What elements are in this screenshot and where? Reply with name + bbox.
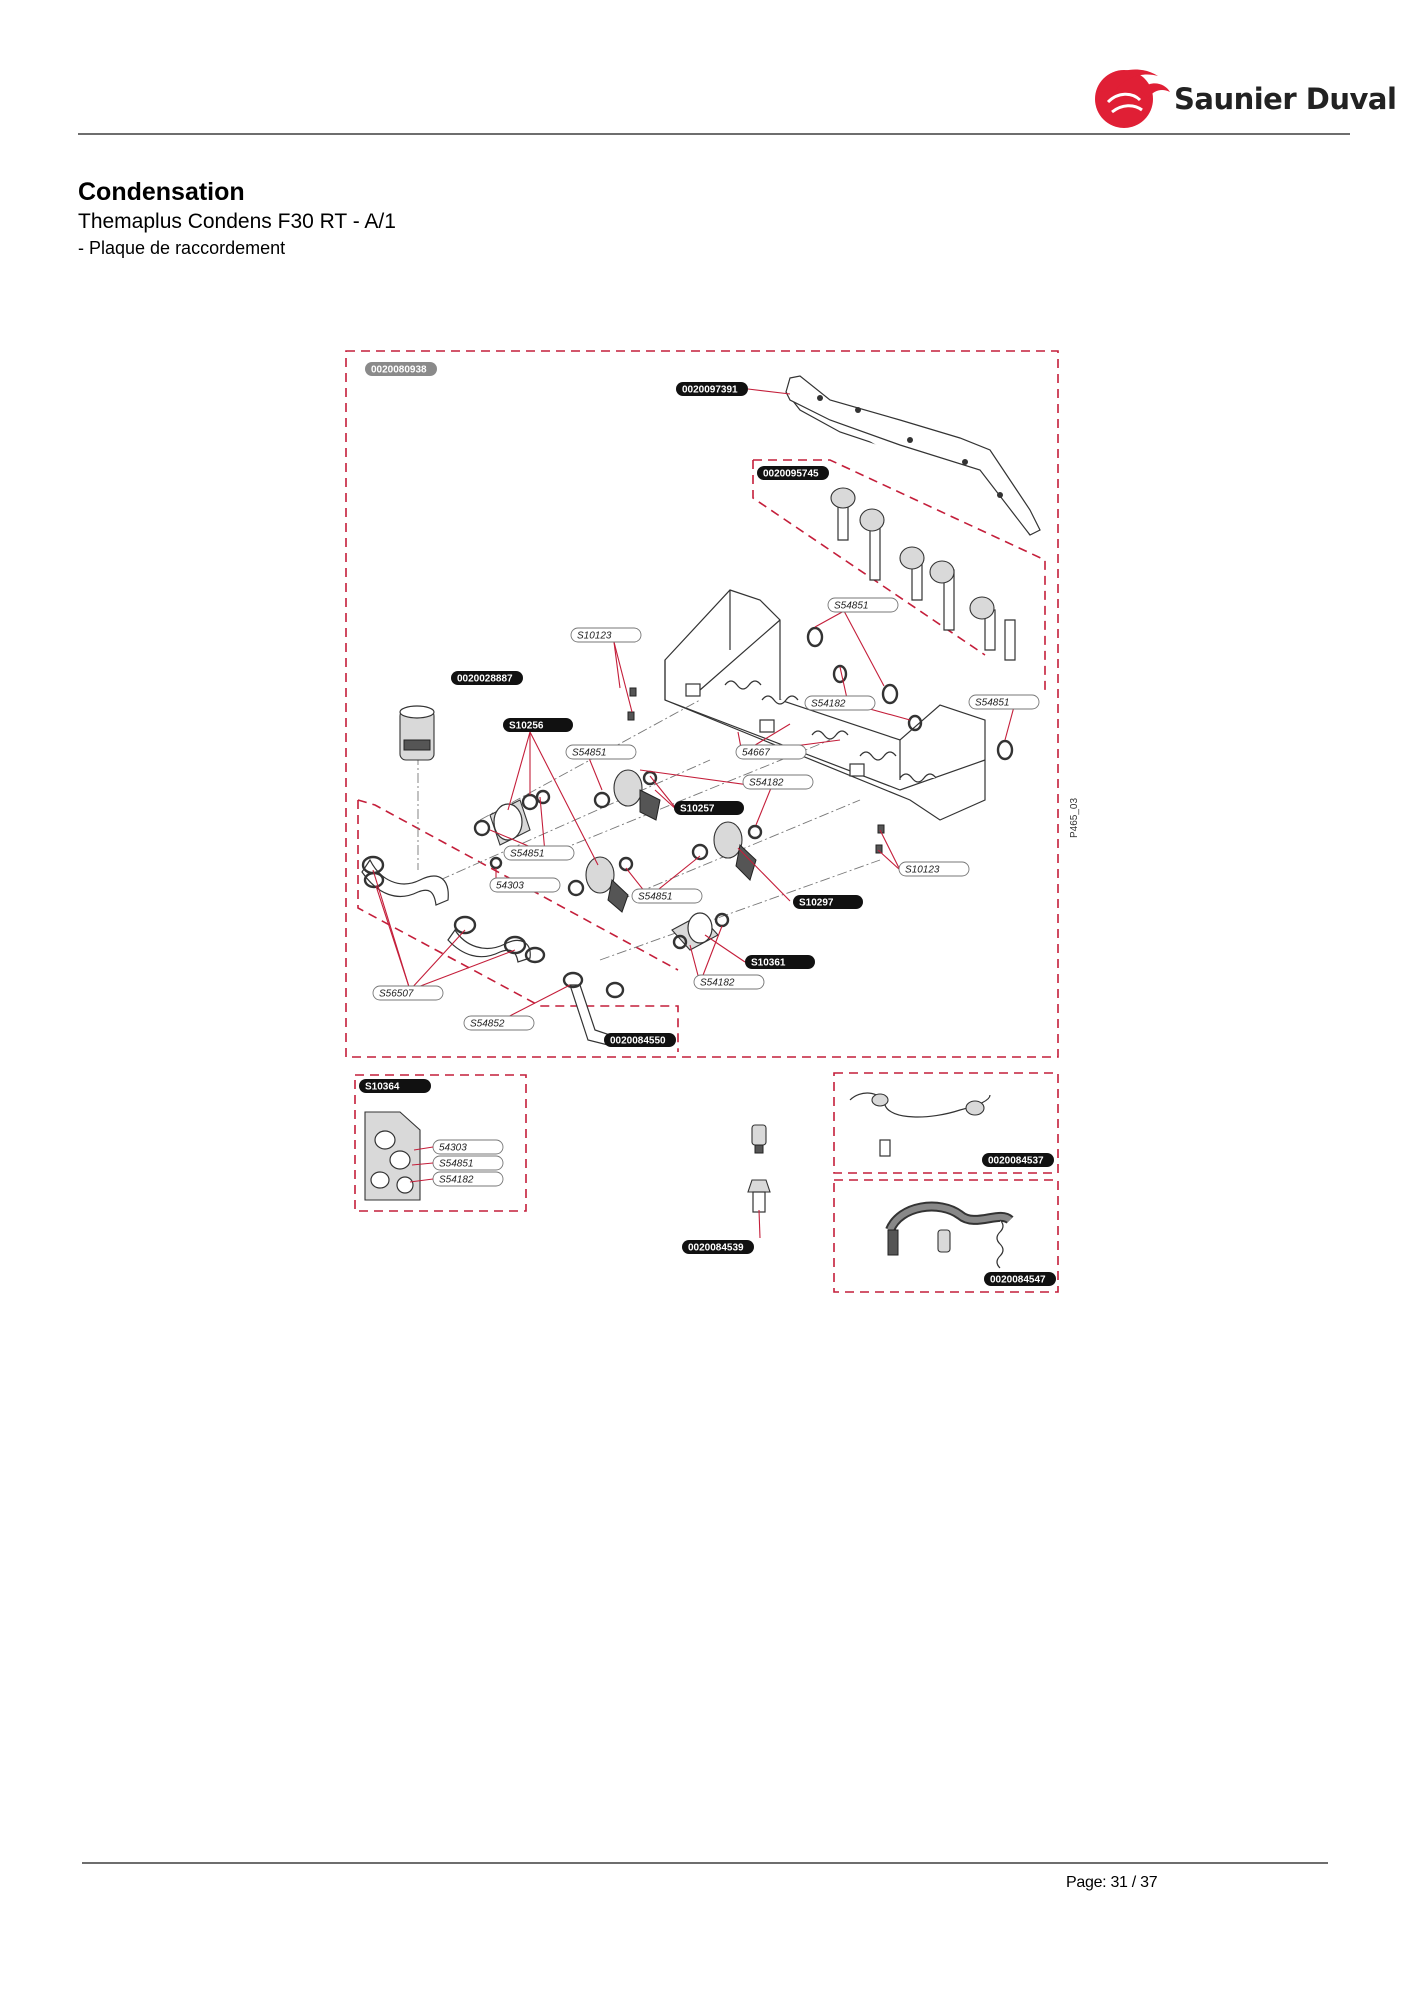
svg-text:S54182: S54182 [700, 978, 735, 989]
svg-text:0020095745: 0020095745 [763, 469, 819, 480]
svg-text:S54851: S54851 [975, 698, 1009, 709]
leader-line [411, 1162, 434, 1166]
valve-s10257 [593, 769, 661, 821]
tag-0020095745: 0020095745 [757, 466, 829, 480]
tag-s54851-right: S54851 [968, 694, 1040, 710]
svg-text:S54182: S54182 [439, 1175, 474, 1186]
inset-manifold [364, 1111, 421, 1201]
tag-0020028887: 0020028887 [451, 671, 523, 685]
tag-s54851-mid: S54851 [565, 744, 637, 760]
leader-line [409, 1178, 434, 1183]
tag-s54182-top: S54182 [804, 695, 876, 711]
svg-text:0020028887: 0020028887 [457, 674, 513, 685]
mounting-bracket [785, 375, 1041, 536]
lower-pipe-box [357, 799, 679, 1052]
valve-s10297 [691, 821, 763, 881]
drain-tap-parts [747, 1124, 771, 1213]
tag-0020084547: 0020084547 [984, 1272, 1056, 1286]
svg-text:S10364: S10364 [365, 1082, 400, 1093]
hose-0020084547 [885, 1201, 1014, 1269]
svg-text:S54182: S54182 [749, 778, 784, 789]
svg-text:0020084537: 0020084537 [988, 1156, 1044, 1167]
svg-text:S10123: S10123 [905, 865, 940, 876]
tag-s10361: S10361 [745, 955, 815, 969]
svg-text:S10297: S10297 [799, 898, 834, 909]
tag-s54852: S54852 [463, 1015, 535, 1031]
tag-s54182-mid: S54182 [742, 774, 814, 790]
pipe-set [830, 487, 1016, 661]
tag-0020084550: 0020084550 [604, 1033, 676, 1047]
tag-s10123-right: S10123 [898, 861, 970, 877]
svg-text:0020084547: 0020084547 [990, 1275, 1046, 1286]
pipe-set-box [752, 459, 1046, 690]
svg-text:0020084550: 0020084550 [610, 1036, 666, 1047]
valve-centre [489, 856, 634, 913]
svg-text:0020084539: 0020084539 [688, 1243, 744, 1254]
drawing-reference: P465_03 [1069, 798, 1080, 838]
inset-box-s10364 [354, 1074, 527, 1212]
section-label: - Plaque de raccordement [78, 238, 286, 258]
page-number: Page: 31 / 37 [1066, 1874, 1158, 1891]
tag-s54182-low: S54182 [693, 974, 765, 990]
page-title: Condensation [78, 178, 245, 206]
tag-s54851-top: S54851 [827, 597, 899, 613]
tag-inset-s54851: S54851 [432, 1155, 504, 1171]
svg-text:S10256: S10256 [509, 721, 544, 732]
axis-line [599, 859, 881, 961]
svg-text:S10257: S10257 [680, 804, 715, 815]
header-rule [78, 133, 1350, 135]
tag-0020097391: 0020097391 [676, 382, 748, 396]
svg-text:0020097391: 0020097391 [682, 385, 738, 396]
svg-text:S54851: S54851 [834, 601, 868, 612]
tag-s56507: S56507 [372, 985, 444, 1001]
svg-text:54303: 54303 [439, 1143, 467, 1154]
valve-s10256 [473, 789, 551, 846]
svg-text:S56507: S56507 [379, 989, 414, 1000]
tag-s10123-top: S10123 [570, 627, 642, 643]
svg-text:0020080938: 0020080938 [371, 365, 427, 376]
svg-text:S54851: S54851 [572, 748, 606, 759]
connection-plate [664, 589, 986, 821]
brand-logo: Saunier Duval [1088, 62, 1397, 132]
footer-rule [82, 1862, 1328, 1864]
hose-0020084537 [849, 1092, 991, 1157]
tag-54303: 54303 [489, 877, 561, 893]
logo-mark-icon [1095, 69, 1170, 128]
inset-box-hose-a [833, 1072, 1059, 1174]
brand-name: Saunier Duval [1174, 82, 1397, 116]
svg-text:54303: 54303 [496, 881, 524, 892]
main-frame-box [345, 350, 1059, 1058]
tag-54667: 54667 [735, 744, 807, 760]
axis-line [479, 699, 701, 821]
tag-s10257: S10257 [674, 801, 744, 815]
tag-inset-s54182: S54182 [432, 1171, 504, 1187]
tag-0020084537: 0020084537 [982, 1153, 1054, 1167]
svg-text:S54182: S54182 [811, 699, 846, 710]
tag-s10364: S10364 [359, 1079, 431, 1093]
svg-text:S54852: S54852 [470, 1019, 505, 1030]
tag-s10256: S10256 [503, 718, 573, 732]
svg-text:S54851: S54851 [638, 892, 672, 903]
tag-0020080938: 0020080938 [365, 362, 437, 376]
tag-inset-54303: 54303 [432, 1139, 504, 1155]
page-subtitle: Themaplus Condens F30 RT - A/1 [78, 210, 396, 233]
o-rings [806, 626, 1014, 761]
tag-0020084539: 0020084539 [682, 1240, 754, 1254]
valve-0020028887 [399, 705, 435, 761]
svg-text:S10361: S10361 [751, 958, 786, 969]
leader-line [413, 1146, 434, 1151]
spring-clips [724, 680, 937, 783]
tag-s54851-left: S54851 [503, 845, 575, 861]
tag-s54851-low: S54851 [631, 888, 703, 904]
svg-text:S54851: S54851 [439, 1159, 473, 1170]
tag-s10297: S10297 [793, 895, 863, 909]
svg-text:S10123: S10123 [577, 631, 612, 642]
svg-text:54667: 54667 [742, 748, 770, 759]
screws [627, 687, 885, 854]
svg-text:S54851: S54851 [510, 849, 544, 860]
inset-box-hose-b [833, 1179, 1059, 1293]
